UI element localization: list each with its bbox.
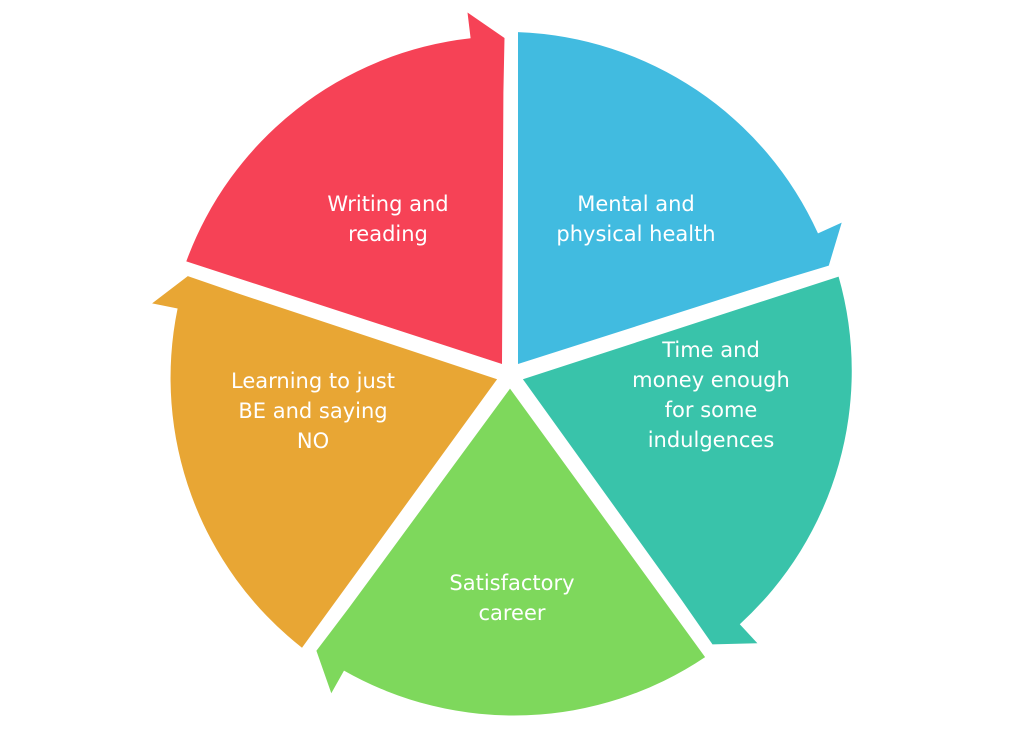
cycle-segment-label-line: Mental and (577, 192, 694, 216)
cycle-segment-label-3: Satisfactory career (449, 571, 574, 625)
cycle-segment-2 (522, 276, 852, 645)
cycle-segment-label-line: Learning to just (231, 369, 395, 393)
cycle-segment-3 (316, 388, 706, 716)
cycle-segment-label-line: money enough (632, 368, 790, 392)
cycle-segment-4 (152, 276, 498, 648)
cycle-segment-5 (186, 12, 505, 364)
cycle-segment-label-line: NO (297, 429, 329, 453)
cycle-segment-label-1: Mental and physical health (556, 192, 715, 246)
cycle-segment-label-line: Writing and (327, 192, 448, 216)
cycle-segment-label-line: reading (348, 222, 428, 246)
cycle-segment-label-2: Time and money enough for some indulgences (632, 338, 790, 452)
cycle-segment-label-line: physical health (556, 222, 715, 246)
cycle-segment-label-line: indulgences (648, 428, 775, 452)
cycle-segment-1 (518, 32, 842, 364)
cycle-segment-label-line: Time and (661, 338, 760, 362)
cycle-segment-label-line: Satisfactory (449, 571, 574, 595)
cycle-segment-label-line: career (478, 601, 545, 625)
cycle-segment-label-line: BE and saying (238, 399, 387, 423)
cycle-segment-label-5: Writing and reading (327, 192, 448, 246)
cycle-segment-label-line: for some (665, 398, 758, 422)
